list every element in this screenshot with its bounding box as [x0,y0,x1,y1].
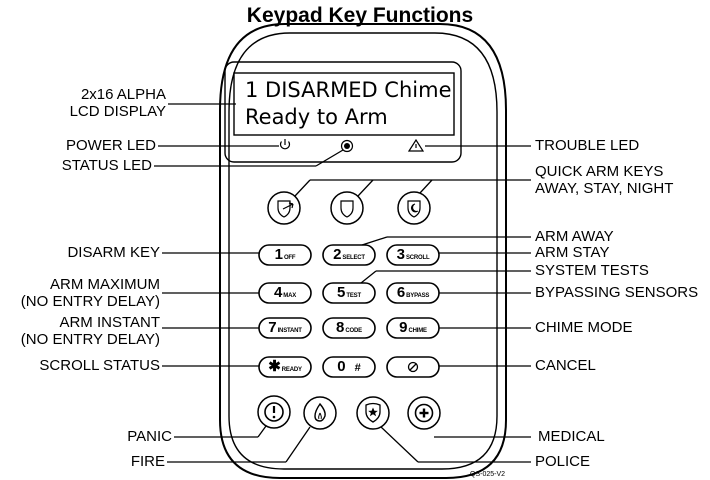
label-quick-arm-keys-line1: QUICK ARM KEYS [535,163,664,180]
lcd-display: 1 DISARMED Chime Ready to Arm [237,75,453,133]
key-9-chime: 9CHIME [399,319,427,336]
warning-triangle-icon [407,138,425,152]
key-4-max: 4MAX [273,284,297,301]
label-medical: MEDICAL [538,428,605,445]
status-dot-icon [340,139,354,153]
label-fire: FIRE [130,453,165,470]
police-badge-icon [356,396,390,430]
label-disarm-key: DISARM KEY [67,244,160,261]
label-lcd-display-line1: 2x16 ALPHA [80,86,166,103]
label-system-tests: SYSTEM TESTS [535,262,649,279]
label-arm-instant-line2: (NO ENTRY DELAY) [20,331,160,348]
label-lcd-display: 2x16 ALPHA LCD DISPLAY [40,86,166,120]
label-police: POLICE [535,453,591,470]
label-panic: PANIC [127,428,172,445]
label-cancel: CANCEL [535,357,596,374]
key-0-hash: 0# [337,358,361,375]
document-code: QS-025-V2 [470,471,506,478]
key-7-instant: 7INSTANT [268,319,302,336]
label-power-led: POWER LED [65,137,156,154]
shield-away-icon [267,191,301,225]
label-arm-stay: ARM STAY [535,244,610,261]
power-icon [279,139,291,150]
lcd-line-2: Ready to Arm [245,105,388,129]
shield-stay-icon [330,191,364,225]
keypad-inner-outline [228,32,498,470]
label-arm-instant-line1: ARM INSTANT [59,314,160,331]
cancel-key-icon [407,361,419,373]
label-trouble-led: TROUBLE LED [535,137,640,154]
label-status-led: STATUS LED [61,157,152,174]
medical-cross-icon [407,396,441,430]
label-chime-mode: CHIME MODE [535,319,633,336]
label-lcd-display-line2: LCD DISPLAY [69,103,166,120]
exclamation-icon [257,395,291,429]
label-scroll-status: SCROLL STATUS [39,357,160,374]
lcd-line-1: 1 DISARMED Chime [245,78,452,102]
leader-lines [154,103,531,463]
label-bypassing-sensors: BYPASSING SENSORS [535,284,699,301]
key-6-bypass: 6BYPASS [396,284,430,301]
key-5-test: 5TEST [337,284,361,301]
label-arm-away: ARM AWAY [535,228,614,245]
key-1-off: 1OFF [274,246,296,263]
key-8-code: 8CODE [336,319,362,336]
lcd-bezel [224,61,462,163]
key-2-select: 2SELECT [333,246,365,263]
label-arm-maximum: ARM MAXIMUM (NO ENTRY DELAY) [0,276,160,310]
label-arm-instant: ARM INSTANT (NO ENTRY DELAY) [0,314,160,348]
page-title: Keypad Key Functions [246,4,474,27]
label-arm-maximum-line1: ARM MAXIMUM [50,276,160,293]
key-star-ready: ✱READY [268,358,302,375]
key-3-scroll: 3SCROLL [396,246,430,263]
flame-icon [303,396,337,430]
label-quick-arm-keys: QUICK ARM KEYS AWAY, STAY, NIGHT [535,163,673,197]
label-arm-maximum-line2: (NO ENTRY DELAY) [20,293,160,310]
shield-night-icon [397,191,431,225]
label-quick-arm-keys-line2: AWAY, STAY, NIGHT [535,180,674,197]
